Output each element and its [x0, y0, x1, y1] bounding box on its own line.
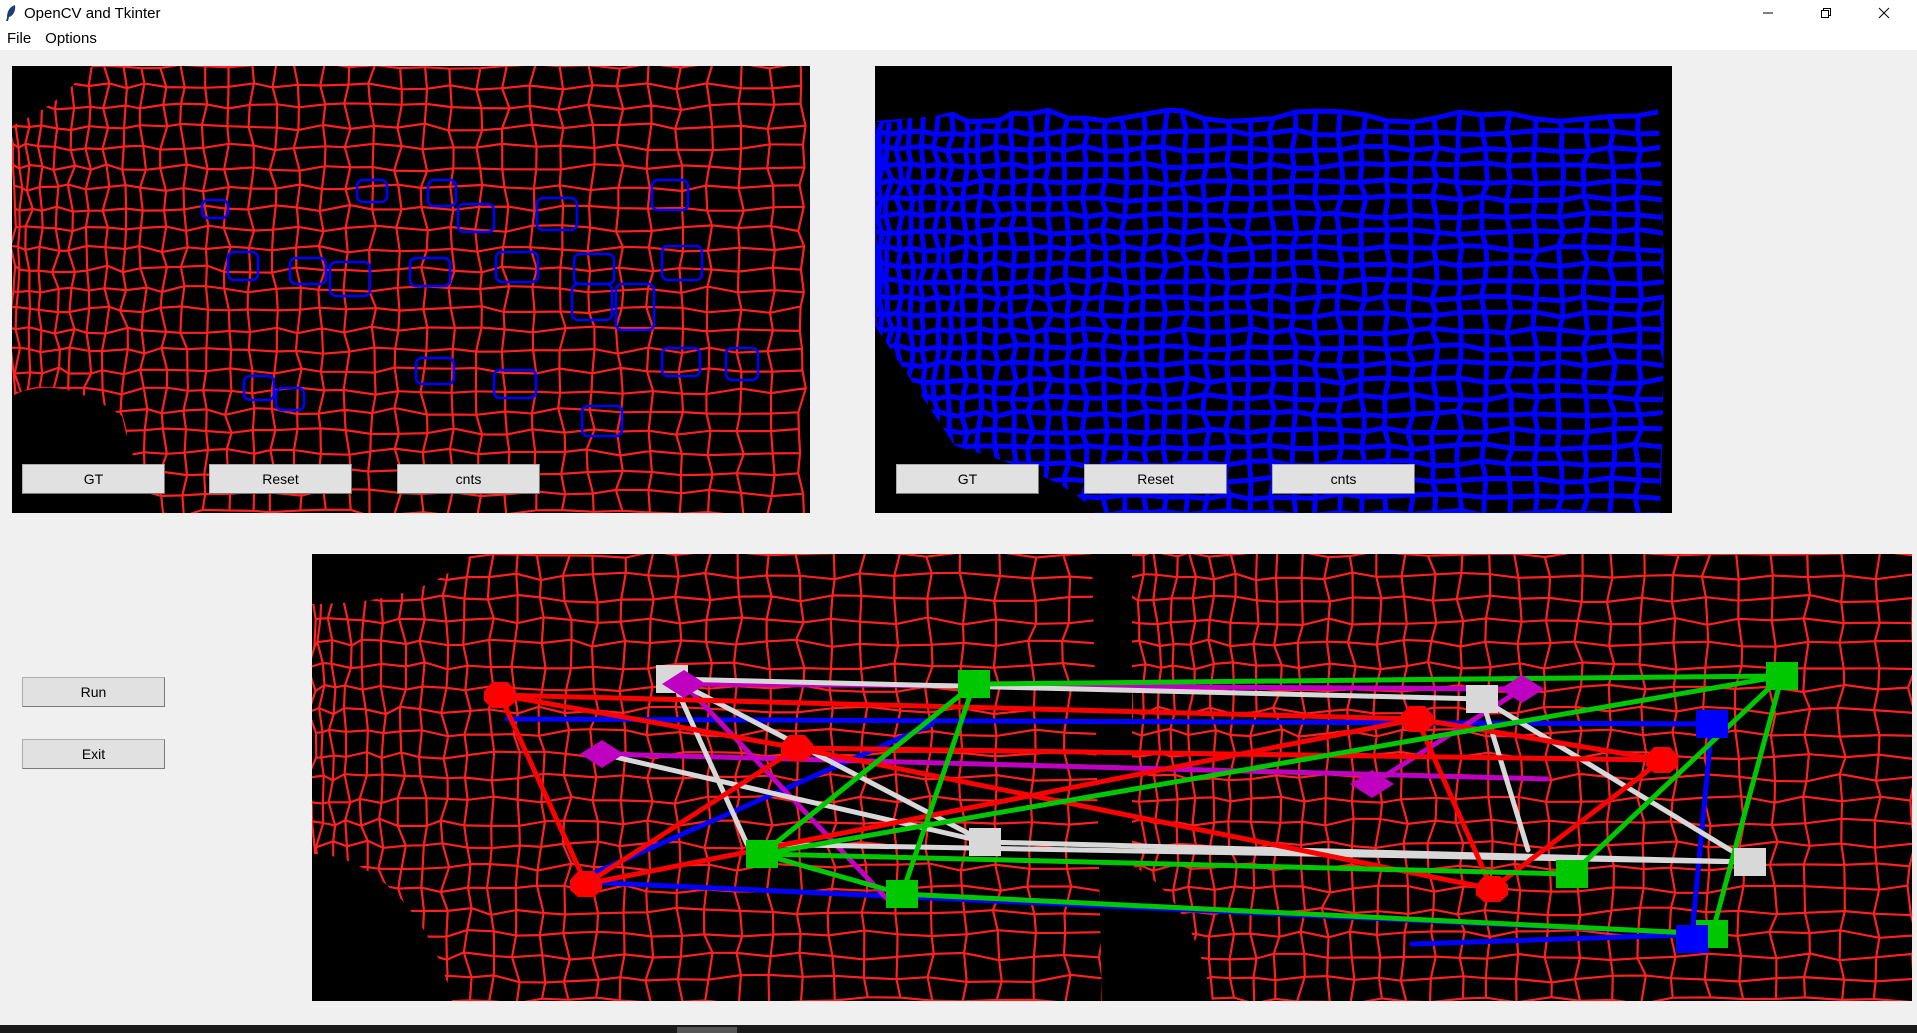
taskbar-strip — [0, 1025, 1917, 1033]
red-mesh-image — [12, 66, 807, 513]
minimize-icon — [1763, 12, 1773, 14]
menu-file[interactable]: File — [7, 29, 32, 47]
scroll-thumb[interactable] — [677, 1027, 737, 1033]
right-cnts-button[interactable]: cnts — [1272, 464, 1415, 494]
title-bar: OpenCV and Tkinter — [0, 0, 1917, 26]
run-button[interactable]: Run — [22, 677, 165, 707]
blue-mesh-image — [875, 66, 1672, 513]
minimize-button[interactable] — [1739, 0, 1797, 26]
menu-options[interactable]: Options — [45, 29, 97, 47]
left-gt-button[interactable]: GT — [22, 464, 165, 494]
matching-result-canvas[interactable] — [312, 554, 1912, 1001]
exit-button[interactable]: Exit — [22, 739, 165, 769]
left-cnts-button[interactable]: cnts — [397, 464, 540, 494]
graph-matching-image — [312, 554, 1912, 1001]
restore-button[interactable] — [1797, 0, 1855, 26]
close-icon — [1878, 7, 1890, 19]
menu-bar: File Options — [0, 26, 1917, 50]
right-gt-button[interactable]: GT — [896, 464, 1039, 494]
right-image-canvas[interactable]: GT Reset cnts — [875, 66, 1672, 513]
left-reset-button[interactable]: Reset — [209, 464, 352, 494]
window-title: OpenCV and Tkinter — [24, 4, 161, 22]
right-reset-button[interactable]: Reset — [1084, 464, 1227, 494]
feather-icon — [6, 5, 16, 21]
close-button[interactable] — [1855, 0, 1913, 26]
restore-icon — [1821, 8, 1831, 18]
left-image-canvas[interactable]: GT Reset cnts — [12, 66, 810, 513]
